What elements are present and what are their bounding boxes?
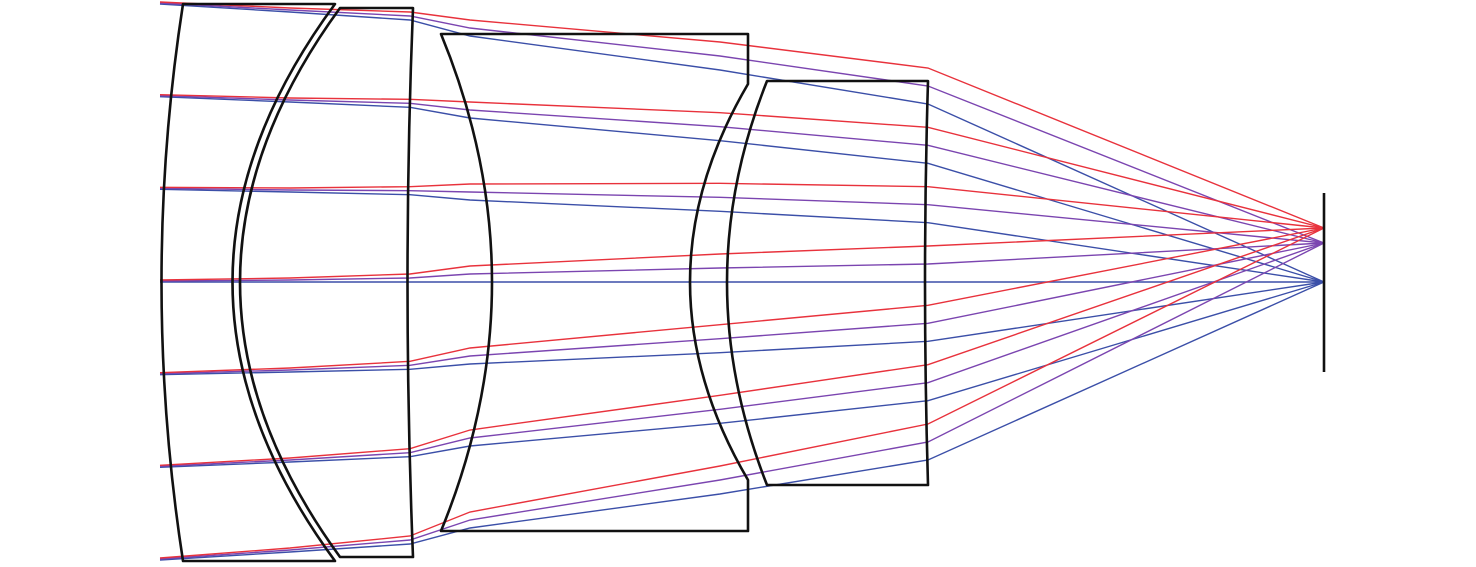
ray-mid-field-0 (159, 2, 1325, 244)
ray-mid-field-4 (159, 242, 1325, 375)
ray-mid-field-2 (159, 187, 1325, 244)
ray-full-field-0 (159, 1, 1325, 229)
ray-full-field-5 (159, 227, 1325, 467)
ray-full-field-6 (159, 227, 1325, 559)
ray-full-field-3 (159, 227, 1325, 281)
ray-full-field-4 (159, 227, 1325, 374)
ray-full-field-2 (159, 182, 1325, 229)
ray-mid-field-5 (159, 242, 1325, 468)
lens-element-2 (238, 6, 415, 559)
ray-bundle (159, 1, 1325, 561)
lens-element-4 (725, 79, 930, 487)
ray-mid-field-3 (159, 242, 1325, 282)
ray-on-axis-1 (159, 95, 1325, 283)
ray-mid-field-1 (159, 94, 1325, 244)
ray-on-axis-5 (159, 281, 1325, 469)
ray-on-axis-4 (159, 281, 1325, 376)
ray-on-axis-2 (159, 188, 1325, 283)
lens-element-1 (160, 2, 337, 563)
lens-element-3 (439, 32, 750, 533)
lens-elements (160, 2, 930, 563)
